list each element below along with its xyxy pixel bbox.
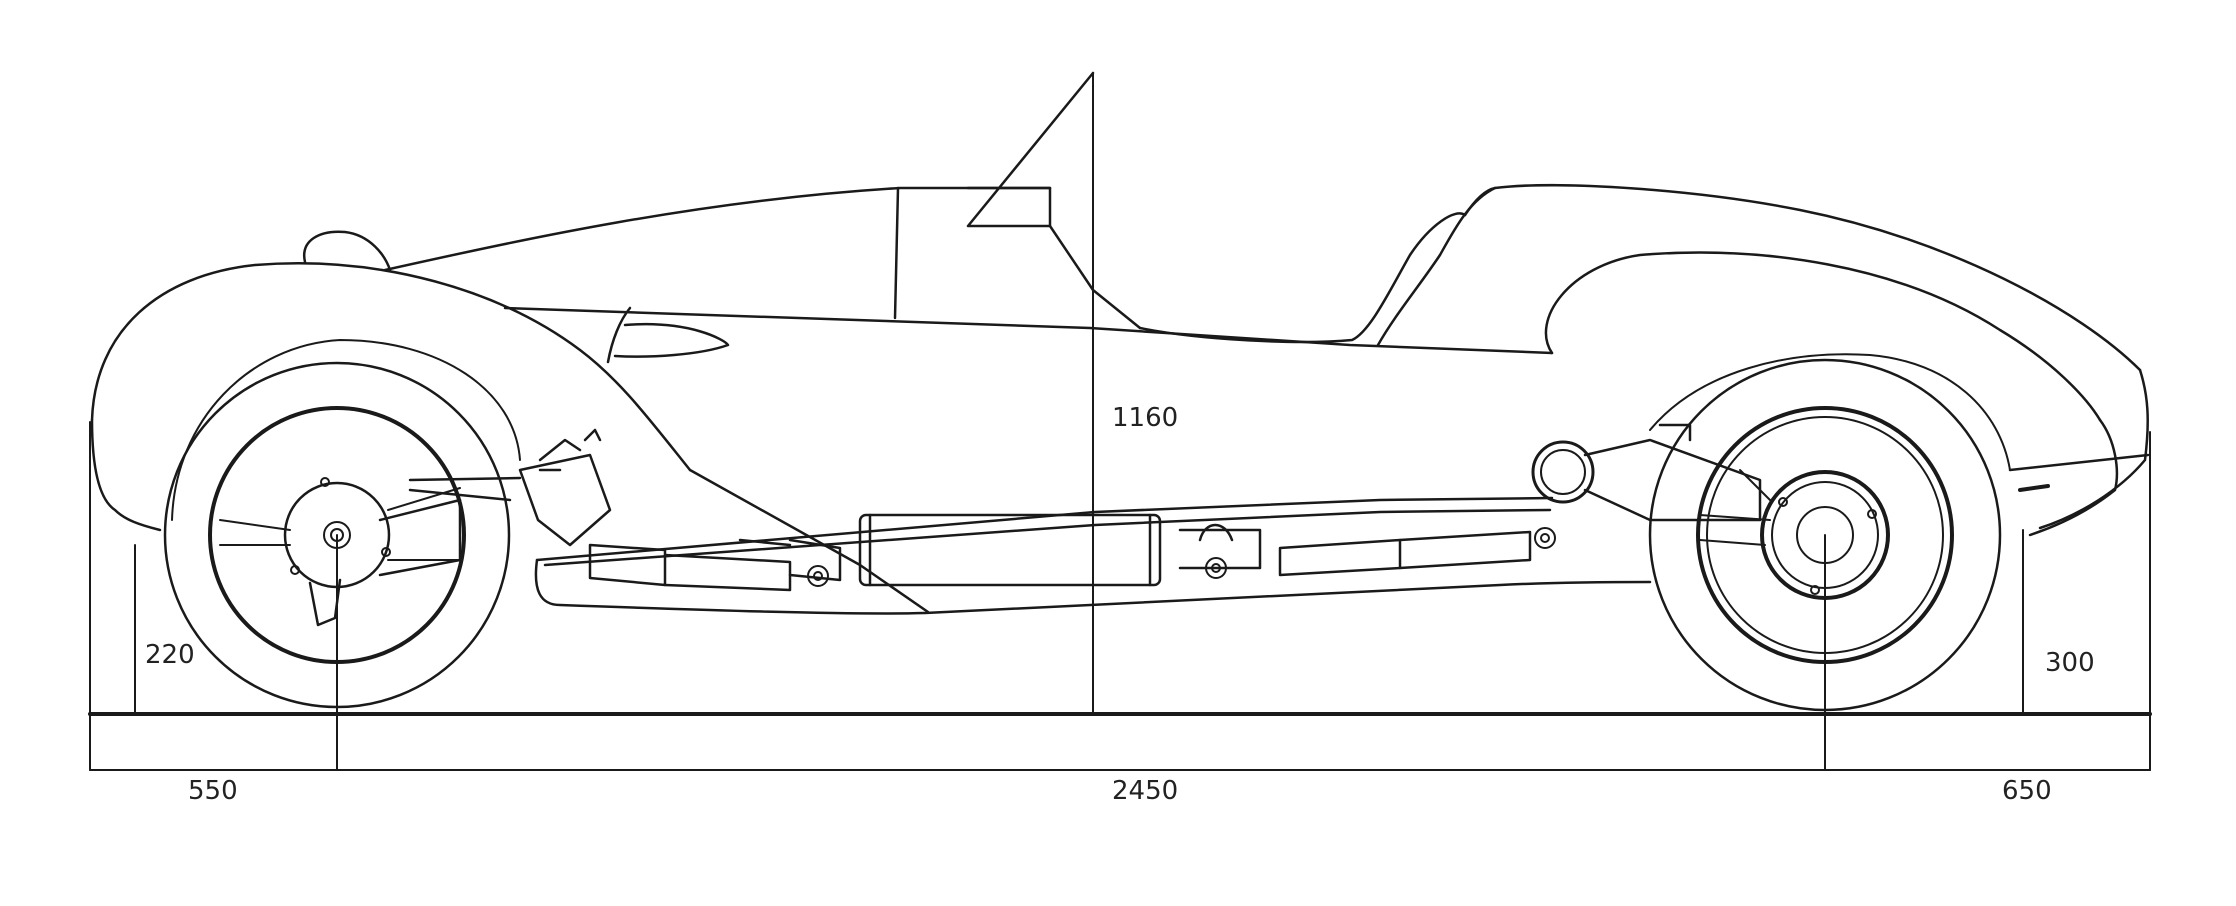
chassis [378, 423, 1762, 615]
rear-wheel [1648, 353, 2011, 712]
front-hub [323, 521, 351, 549]
front-overhang-label: 550 [188, 776, 238, 806]
front-wheel [163, 339, 521, 709]
overall-height-label: 1160 [1112, 403, 1179, 433]
rear-hub [1796, 506, 1854, 564]
rear-rim [1696, 406, 1954, 664]
front-drum [283, 481, 391, 589]
rear-drum-outer [1760, 470, 1890, 600]
windscreen [966, 71, 1142, 330]
rear-tyre-outer [1648, 358, 2002, 712]
rear-clearance-label: 300 [2045, 648, 2095, 678]
car-body [90, 183, 2150, 537]
rear-drum-inner [1771, 481, 1879, 589]
front-hub-center [330, 528, 344, 542]
rear-rim-inner [1706, 416, 1944, 654]
wheelbase-label: 2450 [1112, 776, 1179, 806]
rear-overhang-label: 650 [2002, 776, 2052, 806]
front-rim [208, 406, 466, 664]
front-tyre-outer [163, 361, 511, 709]
front-clearance-label: 220 [145, 640, 195, 670]
